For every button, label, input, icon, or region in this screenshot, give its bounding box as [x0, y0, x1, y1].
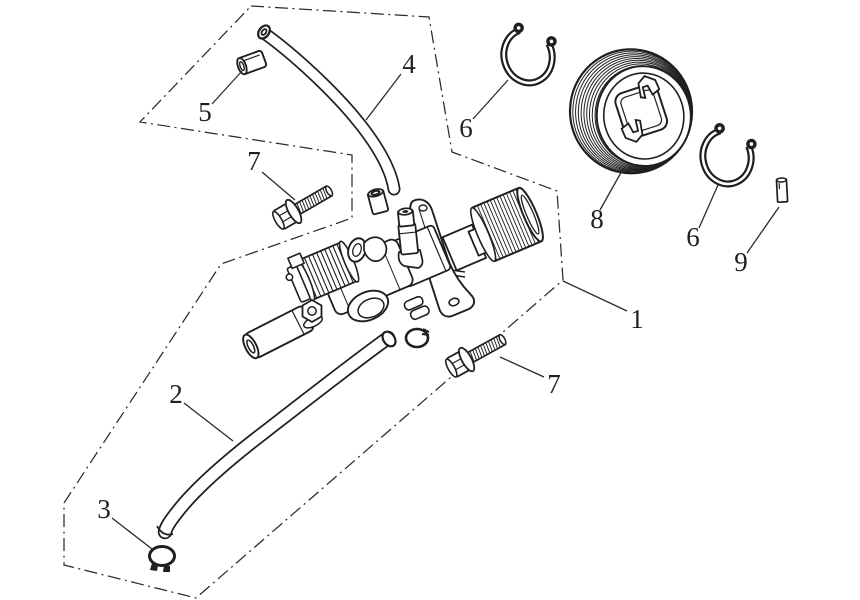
- callout-8: 8: [590, 204, 604, 234]
- callout-2: 2: [169, 379, 183, 409]
- part-snap-ring-lower: [697, 117, 762, 188]
- assembly-boundary-outline: [63, 5, 564, 599]
- callout-1: 1: [630, 304, 644, 334]
- callout-6-lower: 6: [686, 222, 700, 252]
- part-bushing: [366, 188, 390, 216]
- part-bolt-lower: [441, 326, 512, 383]
- leader-line-2: [183, 402, 234, 442]
- callout-5: 5: [198, 97, 212, 127]
- part-pulley-wheel: [568, 48, 694, 175]
- callout-7-lower: 7: [547, 369, 561, 399]
- part-lower-hose: [156, 330, 397, 540]
- part-upper-hose: [257, 24, 401, 196]
- callout-3: 3: [97, 494, 111, 524]
- leader-line-7-upper: [261, 171, 296, 201]
- callout-7-upper: 7: [247, 146, 261, 176]
- leader-line-6-lower: [698, 184, 719, 229]
- callout-6-upper: 6: [459, 113, 473, 143]
- leader-line-9: [746, 206, 780, 254]
- part-clip-pump: [404, 327, 430, 349]
- leader-line-6-upper: [472, 79, 509, 120]
- part-hose-clamp: [148, 545, 176, 572]
- leader-lines: [111, 70, 780, 550]
- leader-line-4: [365, 73, 402, 121]
- callout-4: 4: [402, 49, 416, 79]
- leader-line-1: [562, 280, 628, 312]
- part-snap-ring-upper: [496, 15, 565, 88]
- leader-line-8: [599, 168, 624, 211]
- part-clip-small: [236, 49, 268, 76]
- part-pump-assembly: [242, 186, 544, 360]
- callout-9: 9: [734, 247, 748, 277]
- leader-line-5: [211, 70, 243, 105]
- leader-line-3: [111, 517, 153, 550]
- leader-line-7-lower: [499, 356, 545, 378]
- part-pin: [775, 177, 789, 204]
- callouts: 1 2 3 4 5 6 6 7 7 8 9: [97, 49, 748, 524]
